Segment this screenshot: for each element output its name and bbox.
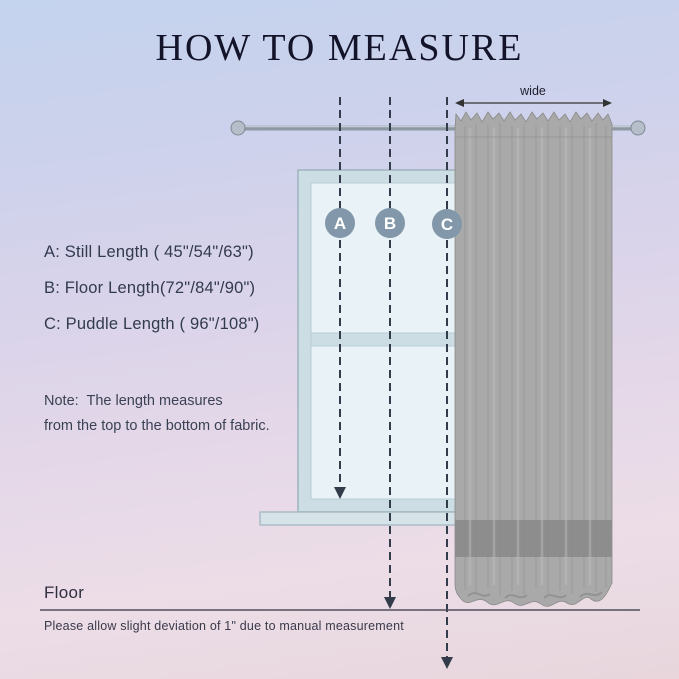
note-text: Note: The length measures from the top t…	[44, 389, 270, 439]
wide-label: wide	[519, 84, 546, 98]
measure-item-c: C: Puddle Length ( 96"/108")	[44, 315, 260, 333]
rod-finial-left-icon	[230, 120, 246, 136]
curtain-hem-waves	[467, 591, 603, 599]
badge-a-label: A	[334, 214, 346, 233]
curtain-illustration	[454, 111, 613, 607]
wide-arrow-left-icon	[455, 99, 464, 107]
badge-c-circle	[432, 209, 462, 239]
arrow-b-icon	[384, 597, 396, 609]
page-title: HOW TO MEASURE	[155, 27, 524, 69]
note-line1: The length measures	[86, 393, 223, 409]
measurement-list: A: Still Length ( 45"/54"/63") B: Floor …	[44, 243, 259, 351]
wide-dimension: wide	[455, 84, 612, 107]
note-line2: from the top to the bottom of fabric.	[44, 418, 270, 434]
measure-item-a: A: Still Length ( 45"/54"/63")	[44, 243, 254, 261]
badge-b-circle	[375, 208, 405, 238]
floor-label: Floor	[44, 583, 85, 602]
measurement-lines	[339, 97, 448, 657]
rod-finial-right-icon	[630, 120, 646, 136]
curtain-highlights	[468, 128, 592, 585]
measure-item-b: B: Floor Length(72"/84"/90")	[44, 279, 256, 297]
arrow-c-icon	[441, 657, 453, 669]
disclaimer-text: Please allow slight deviation of 1" due …	[44, 619, 404, 633]
curtain-folds	[464, 123, 607, 595]
arrow-a-icon	[334, 487, 346, 499]
window-rail	[310, 332, 460, 347]
badge-a-circle	[325, 208, 355, 238]
badge-b-label: B	[384, 214, 396, 233]
curtain-band	[455, 520, 612, 557]
note-label: Note:	[44, 393, 79, 409]
badge-c-label: C	[441, 215, 453, 234]
wide-arrow-right-icon	[603, 99, 612, 107]
measure-badges: A B C	[325, 208, 462, 239]
